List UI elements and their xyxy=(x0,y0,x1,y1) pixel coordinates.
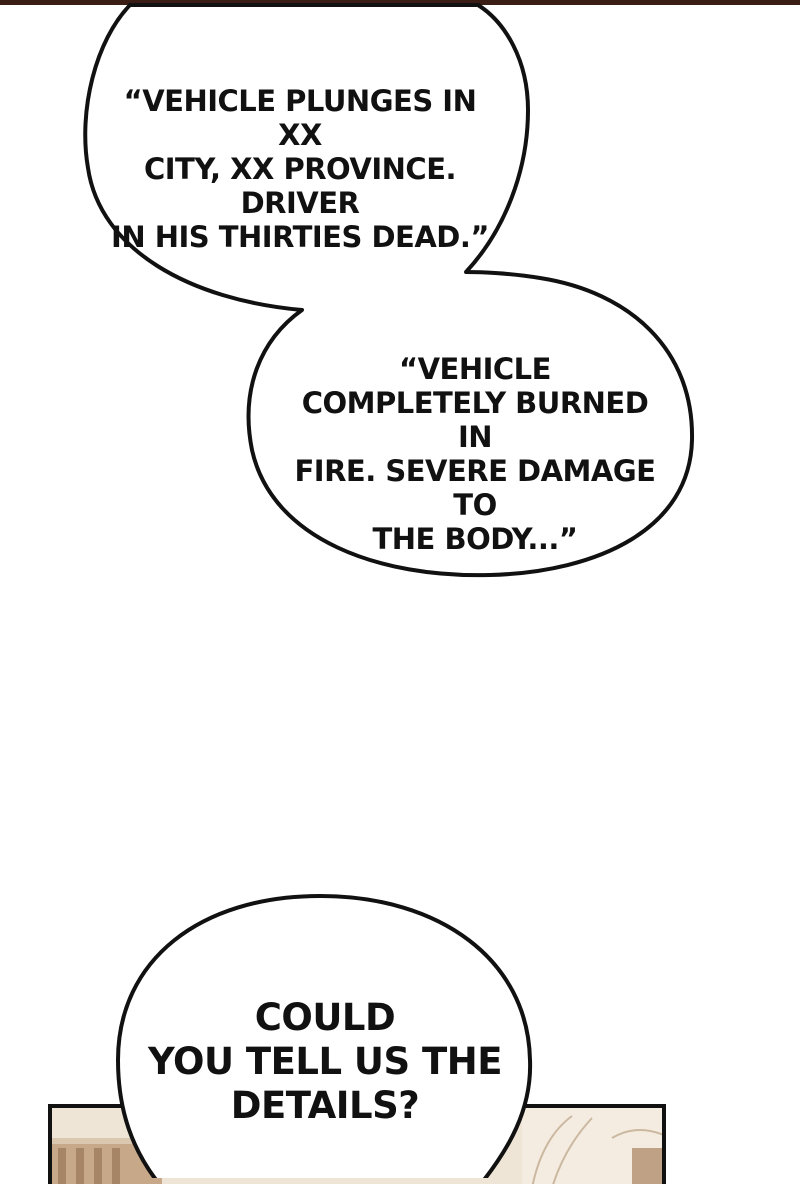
speech-bubble-text-1: “VEHICLE PLUNGES IN XX CITY, XX PROVINCE… xyxy=(111,84,489,254)
speech-bubble-3-shape xyxy=(116,894,533,1178)
speech-bubble-text-2: “VEHICLE COMPLETELY BURNED IN FIRE. SEVE… xyxy=(294,352,656,556)
speech-bubble-text-3: COULD YOU TELL US THE DETAILS? xyxy=(148,996,502,1127)
top-panel-border xyxy=(0,0,800,5)
speech-bubble-connected-shape xyxy=(83,3,695,578)
